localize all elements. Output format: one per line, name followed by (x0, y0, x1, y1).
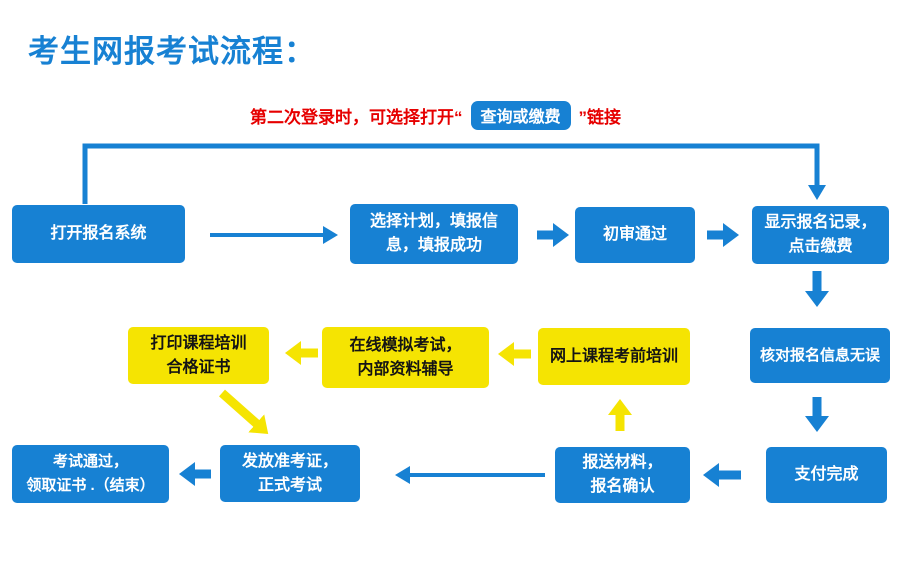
node-label-line: 报送材料， (582, 454, 663, 471)
node-label-line: 领取证书 .（结束） (26, 477, 155, 494)
flow-node-fill-info: 选择计划，填报信 息，填报成功 (350, 204, 518, 264)
flow-node-submit-materials: 报送材料， 报名确认 (555, 447, 690, 503)
node-label-line: 点击缴费 (788, 238, 853, 255)
node-label-line: 打印课程培训 (150, 334, 247, 352)
flow-node-exam-pass: 考试通过， 领取证书 .（结束） (12, 445, 169, 503)
flow-node-show-record: 显示报名记录， 点击缴费 (752, 206, 889, 264)
loop-line-arrow (82, 143, 826, 204)
flow-node-pay-done: 支付完成 (766, 447, 887, 503)
page-title: 考生网报考试流程： (28, 34, 316, 69)
node-label-line: 支付完成 (794, 466, 859, 483)
flow-node-mock-exam: 在线模拟考试， 内部资料辅导 (322, 327, 489, 388)
note-text-suffix: ”链接 (578, 107, 622, 127)
node-label-line: 初审通过 (602, 226, 667, 243)
arrow-print-to-ticket (219, 389, 269, 434)
note-text-prefix: 第二次登录时，可选择打开“ (250, 107, 463, 127)
second-login-note: 第二次登录时，可选择打开“ 查询或缴费 ”链接 (250, 98, 621, 132)
node-label-line: 打开报名系统 (50, 225, 147, 242)
node-label-line: 选择计划，填报信 (369, 213, 498, 230)
flow-node-print-cert: 打印课程培训 合格证书 (128, 327, 269, 384)
node-label-line: 合格证书 (166, 358, 231, 376)
flow-node-open-system: 打开报名系统 (12, 205, 185, 263)
flow-node-online-training: 网上课程考前培训 (538, 328, 690, 385)
node-label-line: 考试通过， (52, 453, 128, 470)
node-label-line: 正式考试 (257, 476, 322, 494)
node-label-line: 核对报名信息无误 (759, 346, 880, 364)
node-label-line: 网上课程考前培训 (549, 347, 678, 365)
node-label-line: 内部资料辅导 (357, 360, 454, 378)
node-label-line: 在线模拟考试， (349, 336, 462, 354)
query-or-pay-button[interactable]: 查询或缴费 (470, 100, 571, 130)
flow-node-verify-info: 核对报名信息无误 (750, 328, 890, 383)
node-label-line: 报名确认 (590, 478, 655, 495)
flow-node-admission-ticket: 发放准考证， 正式考试 (220, 445, 360, 502)
node-label-line: 显示报名记录， (764, 214, 877, 231)
node-label-line: 发放准考证， (241, 452, 338, 470)
node-label-line: 息，填报成功 (385, 237, 482, 254)
flow-node-first-review: 初审通过 (575, 207, 695, 263)
